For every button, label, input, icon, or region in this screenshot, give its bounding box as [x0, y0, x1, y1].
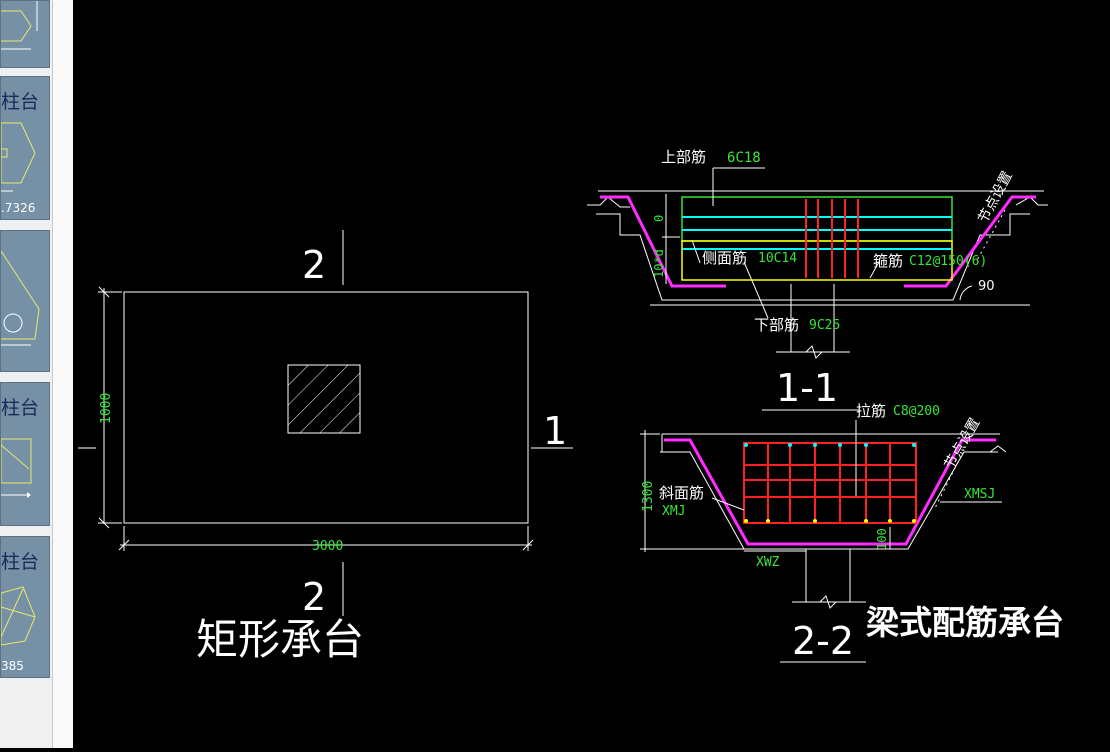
slope-bar-label: 斜面筋	[659, 484, 704, 502]
thumbnail-item[interactable]: 柱台	[0, 382, 50, 526]
top-bar-label: 上部筋	[661, 148, 706, 166]
dim-zero-label: 0	[652, 215, 666, 222]
thumbnail-number: 385	[1, 659, 24, 673]
plan-title: 矩形承台	[196, 615, 364, 664]
slope-bar-value: XMJ	[662, 504, 685, 519]
section-mark-2-bottom: 2	[302, 575, 326, 619]
stirrup-value: C12@150(6)	[909, 254, 987, 269]
side-bar-label: 侧面筋	[702, 249, 747, 267]
thumbnail-sidebar: 柱台 .7326 柱台 柱台 385	[0, 0, 73, 748]
section-1-1-drawing	[587, 167, 1048, 411]
section-2-2-title: 2-2	[792, 619, 854, 663]
pentagon-icon	[1, 250, 40, 346]
dim-100-label: 100	[875, 528, 889, 550]
stirrup-label: 箍筋	[873, 252, 903, 270]
dim-10d-label: 10*d	[652, 249, 666, 278]
thumbnail-shape-icon	[1, 1, 38, 50]
dim-width-label: 3000	[312, 539, 343, 554]
section-mark-2-top: 2	[302, 243, 326, 287]
polygon-pile-icon	[1, 586, 36, 646]
top-bar-value: 6C18	[727, 150, 761, 166]
angle-label: 90	[978, 279, 995, 294]
sidebar-scroll-track[interactable]	[52, 0, 73, 748]
hexagon-icon	[1, 122, 36, 192]
xwz-label: XWZ	[756, 555, 780, 570]
thumbnail-number: .7326	[1, 201, 36, 215]
bottom-bar-label: 下部筋	[754, 316, 799, 334]
xmsj-label: XMSJ	[964, 487, 995, 502]
thumbnail-item[interactable]: 柱台 385	[0, 536, 50, 678]
section-2-2-drawing	[640, 420, 1007, 663]
dim-height-label: 1000	[99, 393, 114, 424]
thumbnail-label: 柱台	[1, 397, 40, 419]
tie-bar-value: C8@200	[893, 404, 940, 419]
tie-bar-label: 拉筋	[856, 402, 886, 420]
dim-1300-label: 1300	[641, 481, 656, 512]
thumbnail-label: 柱台	[1, 91, 40, 113]
drawing-title: 梁式配筋承台	[866, 603, 1064, 642]
cad-drawing-canvas[interactable]: 2 2 1 1000 3000 矩形承台	[78, 0, 1110, 748]
node-setting-label-2: 节点设置	[942, 416, 984, 472]
thumbnail-item[interactable]	[0, 230, 50, 372]
bottom-bar-value: 9C25	[809, 318, 840, 333]
column-hatch	[287, 364, 361, 434]
section-1-1-title: 1-1	[776, 366, 838, 410]
side-bar-value: 10C14	[758, 251, 797, 266]
thumbnail-item[interactable]	[0, 0, 50, 68]
thumbnail-label: 柱台	[1, 551, 40, 573]
plan-view-rectangular-cap	[78, 230, 573, 616]
thumbnail-item[interactable]: 柱台 .7326	[0, 76, 50, 220]
section-mark-1-right: 1	[543, 409, 567, 453]
rectangle-pile-icon	[1, 438, 32, 498]
drawing-svg: 2 2 1 1000 3000 矩形承台	[78, 148, 1064, 664]
